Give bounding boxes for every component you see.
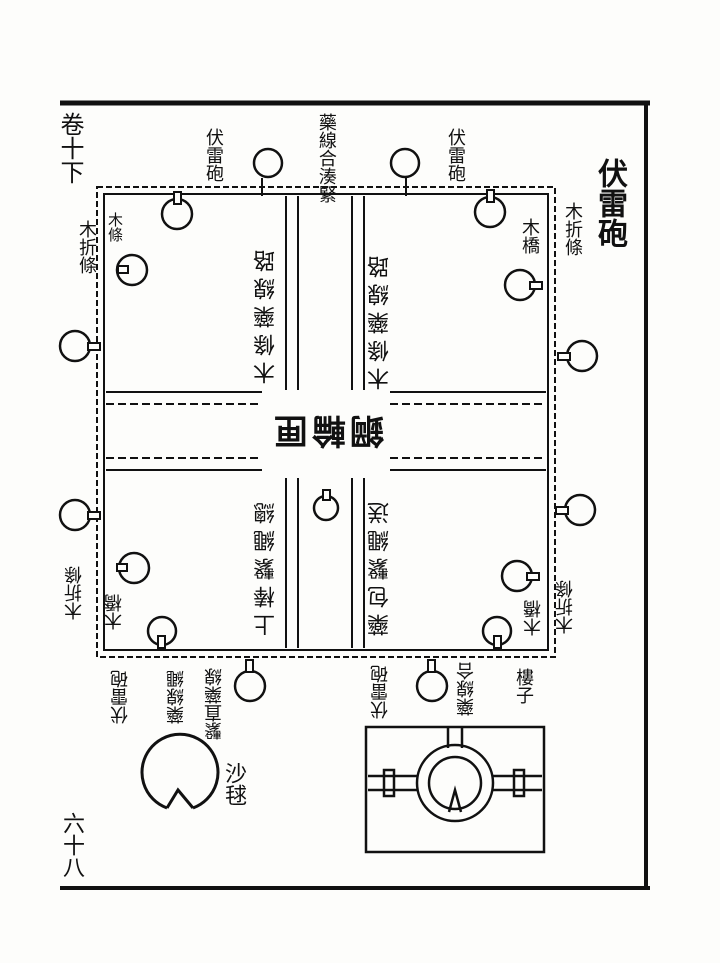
lower-left-channel-label: 上棒繫繩總 <box>254 496 279 636</box>
lower-left-outer-label: 木折條 <box>64 566 85 620</box>
page-number: 六十八 <box>59 812 84 878</box>
upper-right-inner-label: 木橋 <box>519 218 540 254</box>
bottom-left-mid-label: 繫直藥線 <box>204 668 225 740</box>
upper-channels <box>285 196 365 390</box>
lower-channels <box>285 478 365 648</box>
lower-right-outer-label: 木折條 <box>555 580 576 634</box>
bottom-right-inner-label: 藥線合 <box>456 662 477 716</box>
outer-frame <box>96 186 556 658</box>
top-left-mine-label: 伏雷砲 <box>203 128 224 182</box>
page-title: 伏雷砲 <box>592 158 627 248</box>
upper-left-channel-label: 木條藥線路 <box>254 244 279 384</box>
bottom-left-outer-label: 伏雷砲 <box>110 670 131 724</box>
mine-circles <box>58 147 599 703</box>
sand-ball <box>140 732 220 810</box>
wheel-mechanism-detail <box>364 725 546 854</box>
bottom-left-inner-label: 藥線繩 <box>166 670 187 724</box>
lower-right-channel-label: 藥包繫繩送 <box>368 496 393 636</box>
upper-left-inner-label: 木條 <box>106 212 124 242</box>
upper-right-channel-label: 木條藥線路 <box>368 250 393 390</box>
upper-right-outer-label: 木折條 <box>562 202 583 256</box>
upper-left-outer-label: 木折條 <box>76 220 97 274</box>
top-center-fuse-label: 藥線合湊緊 <box>315 113 337 203</box>
volume-label: 卷十下 <box>56 112 84 184</box>
bottom-right-small-label: 樓子 <box>513 668 534 704</box>
horizontal-channels <box>106 391 546 471</box>
bottom-right-outer-label: 伏雷砲 <box>370 665 391 719</box>
mine-stubs <box>87 189 571 673</box>
lower-left-inner-label: 木橋 <box>104 594 125 630</box>
page-border <box>60 100 650 890</box>
lower-right-inner-label: 木橋 <box>523 600 544 636</box>
top-fuse-tubes <box>261 178 407 196</box>
sand-ball-label: 沙毬 <box>221 762 246 806</box>
center-box-label: 鋼輪匣 <box>270 410 384 450</box>
top-right-mine-label: 伏雷砲 <box>445 128 466 182</box>
